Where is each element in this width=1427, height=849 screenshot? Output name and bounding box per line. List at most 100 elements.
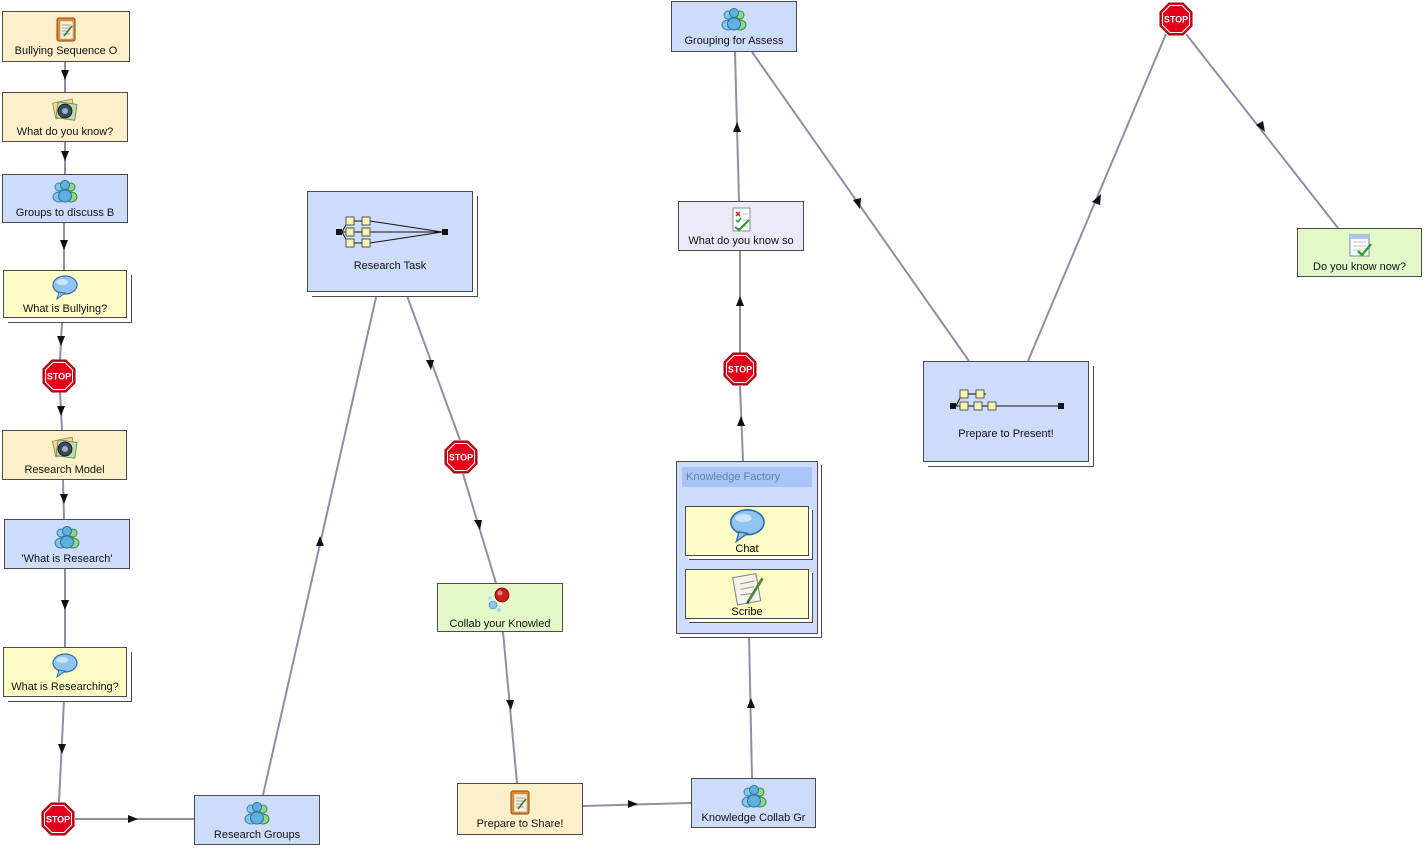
arrowhead bbox=[60, 494, 68, 504]
edge bbox=[62, 479, 65, 520]
media-icon bbox=[51, 436, 78, 459]
arrowhead bbox=[316, 536, 324, 546]
stop-label: STOP bbox=[449, 453, 473, 463]
edge bbox=[582, 802, 692, 807]
arrowhead bbox=[57, 406, 65, 416]
activity-bullying-sequence[interactable]: Bullying Sequence O bbox=[2, 11, 130, 62]
arrowhead bbox=[733, 122, 741, 132]
stop-gate[interactable]: STOP bbox=[723, 352, 757, 386]
activity-label: Research Task bbox=[353, 260, 427, 272]
arrowhead bbox=[61, 151, 69, 161]
stop-sign-icon: STOP bbox=[723, 352, 757, 386]
activity-label: Bullying Sequence O bbox=[14, 45, 118, 57]
stop-label: STOP bbox=[46, 815, 70, 825]
activity-label: Scribe bbox=[731, 606, 763, 618]
activity-prepare-to-share[interactable]: Prepare to Share! bbox=[457, 783, 583, 835]
stop-sign-icon: STOP bbox=[42, 359, 76, 393]
arrowhead bbox=[628, 800, 638, 808]
arrowhead bbox=[61, 70, 69, 80]
activity-label: Research Groups bbox=[213, 828, 301, 841]
edge bbox=[734, 51, 740, 202]
notepad-icon bbox=[56, 17, 76, 42]
stop-gate[interactable]: STOP bbox=[444, 440, 478, 474]
arrowhead bbox=[736, 296, 744, 306]
media-icon bbox=[52, 98, 78, 121]
edge bbox=[462, 473, 497, 584]
group-icon bbox=[52, 180, 78, 203]
activity-what-is-researching[interactable]: What is Researching? bbox=[3, 647, 127, 697]
edge bbox=[502, 631, 518, 784]
activity-what-do-you-know[interactable]: What do you know? bbox=[2, 92, 128, 142]
activity-label: What do you know so bbox=[688, 234, 794, 247]
group-icon bbox=[244, 801, 270, 824]
activity-label: What do you know? bbox=[16, 125, 114, 138]
activity-label: Groups to discuss B bbox=[15, 207, 115, 219]
arrowhead bbox=[57, 336, 65, 346]
stop-gate[interactable]: STOP bbox=[41, 802, 75, 836]
activity-label: What is Researching? bbox=[11, 680, 119, 693]
chat-bubble-icon bbox=[52, 652, 78, 678]
group-icon bbox=[54, 525, 80, 548]
activity-chat[interactable]: Chat bbox=[685, 506, 809, 556]
activity-label: What is Bullying? bbox=[22, 302, 108, 315]
chat-bubble-icon bbox=[729, 508, 765, 543]
group-icon bbox=[741, 784, 766, 807]
branching-icon bbox=[336, 216, 448, 248]
activity-do-you-know-now[interactable]: Do you know now? bbox=[1297, 228, 1422, 277]
stop-gate[interactable]: STOP bbox=[1159, 2, 1193, 36]
stop-gate[interactable]: STOP bbox=[42, 359, 76, 393]
edge bbox=[739, 385, 744, 462]
assessment-icon bbox=[732, 206, 751, 232]
molecule-icon bbox=[487, 587, 510, 613]
stop-sign-icon: STOP bbox=[444, 440, 478, 474]
edge bbox=[1027, 33, 1167, 362]
activity-knowledge-collab-group[interactable]: Knowledge Collab Gr bbox=[691, 778, 816, 828]
activity-what-is-bullying[interactable]: What is Bullying? bbox=[3, 270, 127, 318]
edge bbox=[59, 391, 63, 431]
arrowhead bbox=[61, 600, 69, 610]
activity-grouping-for-assess[interactable]: Grouping for Assess bbox=[671, 1, 797, 52]
edge bbox=[262, 292, 378, 796]
activity-label: Research Model bbox=[24, 463, 105, 476]
arrowhead bbox=[426, 360, 434, 370]
activity-label: Prepare to Present! bbox=[958, 428, 1054, 440]
arrowhead bbox=[737, 416, 745, 426]
activity-research-task[interactable]: Research Task bbox=[307, 191, 473, 292]
edge bbox=[1185, 33, 1339, 229]
activity-label: 'What is Research' bbox=[21, 552, 113, 565]
stop-label: STOP bbox=[728, 365, 752, 375]
edge bbox=[59, 321, 63, 361]
stop-label: STOP bbox=[1164, 15, 1188, 25]
arrowhead bbox=[474, 520, 482, 530]
activity-label: Chat bbox=[735, 543, 759, 555]
activity-scribe[interactable]: Scribe bbox=[685, 569, 809, 619]
arrowhead bbox=[506, 700, 514, 710]
arrowhead bbox=[1256, 121, 1265, 132]
scribe-icon bbox=[730, 572, 764, 606]
activity-what-is-research[interactable]: 'What is Research' bbox=[4, 519, 130, 569]
arrowhead bbox=[1092, 194, 1101, 205]
activity-label: Grouping for Assess bbox=[684, 35, 784, 47]
activity-label: Prepare to Share! bbox=[476, 817, 564, 830]
stop-label: STOP bbox=[47, 372, 71, 382]
activity-collab-your-knowledge[interactable]: Collab your Knowled bbox=[437, 583, 563, 632]
edge bbox=[748, 634, 753, 779]
container-title: Knowledge Factory bbox=[682, 467, 812, 487]
knowledge-factory-container[interactable]: Knowledge Factory Chat Scribe bbox=[676, 461, 818, 634]
branching-icon bbox=[950, 389, 1064, 411]
stop-sign-icon: STOP bbox=[1159, 2, 1193, 36]
activity-prepare-to-present[interactable]: Prepare to Present! bbox=[923, 361, 1089, 462]
activity-research-groups[interactable]: Research Groups bbox=[194, 795, 320, 845]
activity-research-model[interactable]: Research Model bbox=[2, 430, 127, 480]
arrowhead bbox=[58, 744, 66, 754]
notepad-icon bbox=[510, 789, 530, 815]
arrowhead bbox=[747, 698, 755, 708]
activity-groups-to-discuss[interactable]: Groups to discuss B bbox=[2, 174, 128, 223]
activity-label: Knowledge Collab Gr bbox=[701, 811, 806, 824]
activity-label: Do you know now? bbox=[1313, 261, 1406, 273]
activity-what-do-you-know-so-far[interactable]: What do you know so bbox=[678, 201, 804, 251]
edge bbox=[58, 699, 65, 803]
arrowhead bbox=[60, 240, 68, 250]
activity-label: Collab your Knowled bbox=[449, 618, 551, 630]
